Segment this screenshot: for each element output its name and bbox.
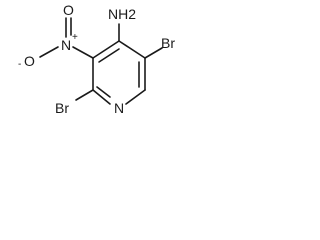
nitro-oxygen-top-label: O	[63, 2, 74, 18]
bond-n1-c2-inner	[96, 86, 111, 98]
molecule-structure-diagram: NH2 O N + O - N Br Br	[18, 2, 175, 116]
nitro-oxygen-left-label: O	[24, 53, 35, 69]
bond-nitro-n-o-left	[39, 46, 59, 58]
bond-c6-n1	[125, 89, 146, 105]
atom-labels: NH2 O N + O - N Br Br	[18, 2, 175, 116]
ring-bonds	[92, 40, 146, 105]
bond-c4-c5	[118, 40, 146, 59]
bond-c3-c4-inner	[98, 48, 120, 63]
amine-label: NH2	[108, 6, 136, 22]
nitro-nitrogen-charge: +	[72, 32, 78, 43]
bond-c2-br	[75, 89, 94, 101]
bromine-bottom-label: Br	[55, 100, 69, 116]
nitro-nitrogen-label: N	[61, 37, 71, 53]
nitro-oxygen-charge: -	[18, 59, 21, 70]
bond-n1-c2	[92, 89, 111, 105]
bond-c3-c4	[92, 40, 120, 59]
bond-c3-nitro-n	[72, 46, 94, 59]
bond-c5-br	[144, 47, 163, 59]
substituent-bonds	[39, 17, 163, 101]
bromine-right-label: Br	[161, 35, 175, 51]
ring-nitrogen-label: N	[114, 100, 124, 116]
